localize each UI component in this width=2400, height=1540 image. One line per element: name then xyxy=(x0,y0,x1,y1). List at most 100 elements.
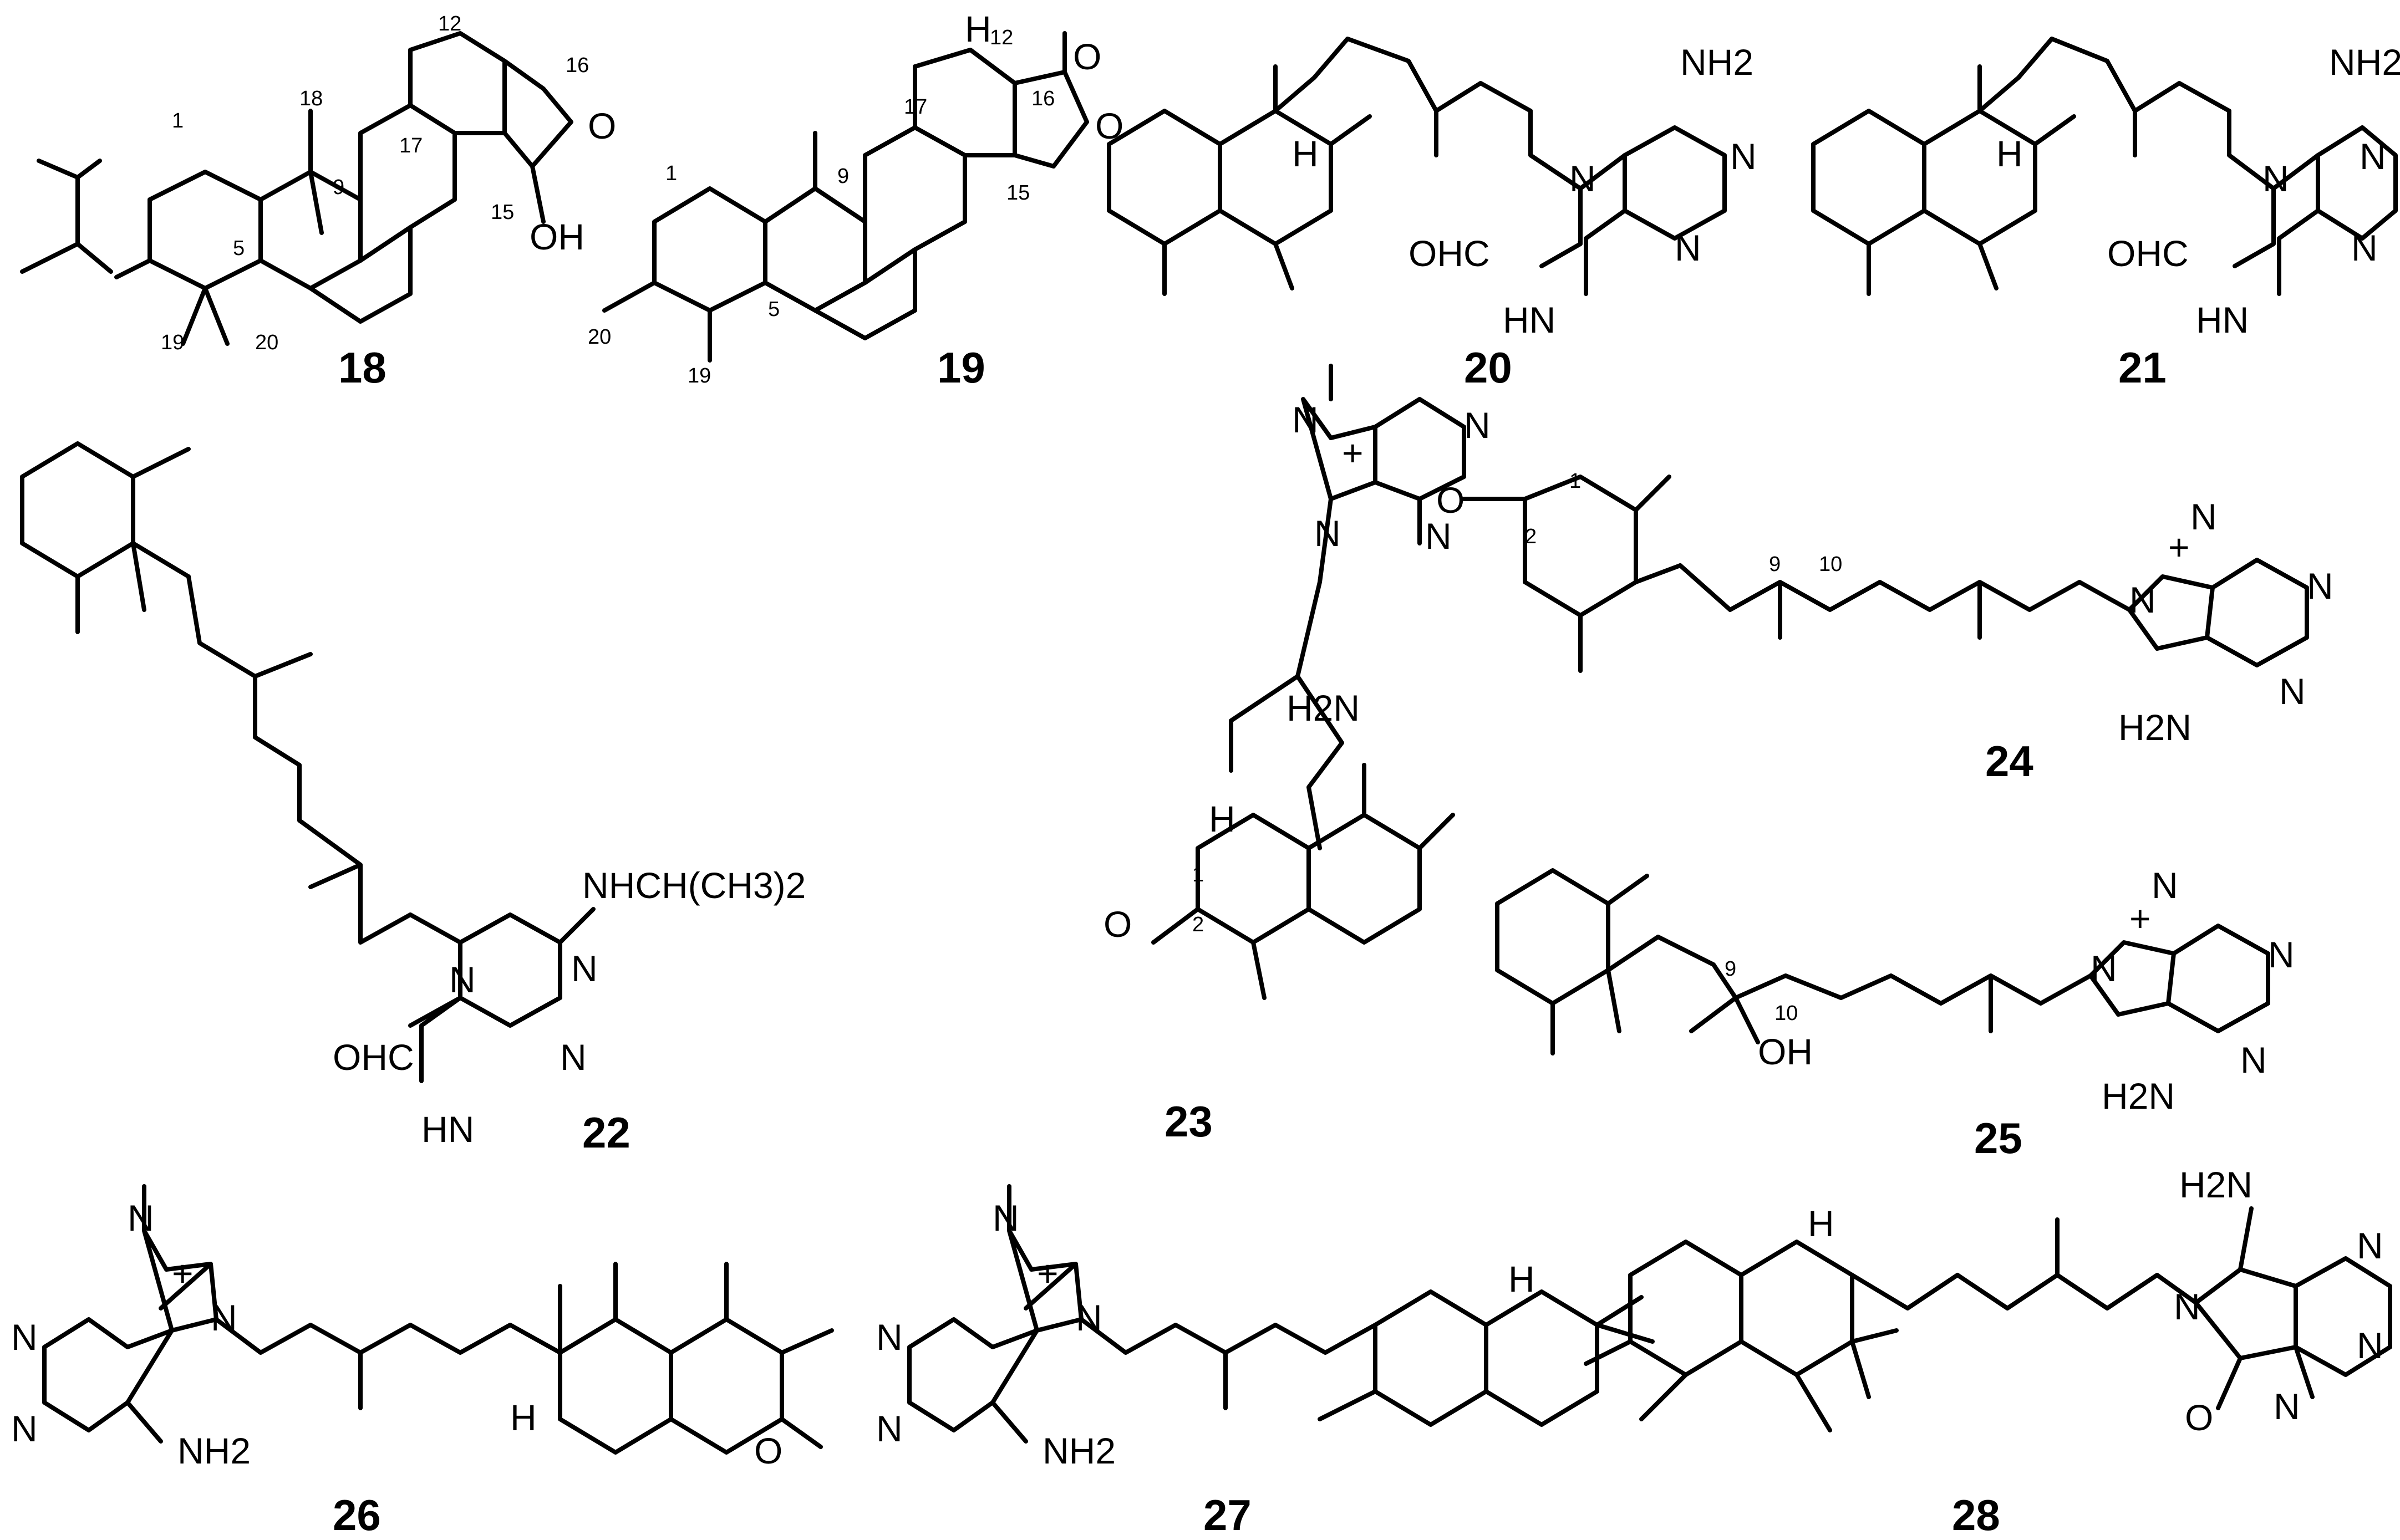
atom-ohc-20: OHC xyxy=(1409,233,1490,274)
atom-h-26: H xyxy=(510,1397,537,1438)
atom-n3-28: N xyxy=(2174,1286,2200,1327)
atom-h-20: H xyxy=(1292,133,1319,174)
locant-5: 5 xyxy=(233,237,245,260)
atom-n4-27: N xyxy=(1076,1297,1102,1338)
atom-h-19: H xyxy=(965,8,991,49)
atom-h2n-24: H2N xyxy=(2118,707,2191,748)
atom-n-26: N xyxy=(11,1317,38,1358)
atom-n-20: N xyxy=(1569,158,1596,199)
compound-20: NH2 OHC HN N N N H 20 xyxy=(1107,37,1757,392)
locant-9: 9 xyxy=(333,176,344,199)
atom-n2-28: N xyxy=(2357,1325,2383,1366)
atom-n2-25: N xyxy=(2268,934,2295,975)
locant-9: 9 xyxy=(837,165,849,188)
locant-9: 9 xyxy=(1769,553,1781,576)
atom-ohc-21: OHC xyxy=(2107,233,2189,274)
locant-10: 10 xyxy=(1774,1002,1798,1025)
atom-n2-27: N xyxy=(876,1408,903,1449)
atom-n3-26: N xyxy=(128,1197,154,1238)
locant-12: 12 xyxy=(990,26,1013,49)
compound-label-18: 18 xyxy=(338,343,387,392)
compound-label-21: 21 xyxy=(2118,343,2167,392)
compound-26: NH2 N N N N + O H 26 xyxy=(11,1184,834,1539)
locant-2: 2 xyxy=(1525,525,1537,548)
compound-label-25: 25 xyxy=(1974,1114,2022,1162)
compound-21: NH2 OHC HN N N N H 21 xyxy=(1811,37,2400,392)
atom-h-21: H xyxy=(1996,133,2023,174)
atom-n-24: N xyxy=(2129,579,2156,620)
locant-1: 1 xyxy=(665,162,677,185)
locant-15: 15 xyxy=(491,201,514,224)
atom-n3-23: N xyxy=(1425,516,1452,557)
atom-o-19: O xyxy=(1073,36,1101,77)
atom-n3-20: N xyxy=(1675,227,1701,268)
atom-plus-25: + xyxy=(2129,898,2151,939)
locant-2: 2 xyxy=(1192,913,1204,936)
compound-label-22: 22 xyxy=(582,1108,630,1157)
atom-h-28: H xyxy=(1808,1203,1834,1244)
locant-5: 5 xyxy=(768,298,780,321)
atom-n3-22: N xyxy=(560,1037,587,1078)
compound-label-26: 26 xyxy=(333,1491,381,1539)
compound-23: N N N N + H2N O H 1 2 23 xyxy=(1104,364,1491,1146)
atom-n-27: N xyxy=(876,1317,903,1358)
compound-18: O OH 1 5 9 12 15 16 17 18 19 20 18 xyxy=(20,12,616,392)
atom-n2-20: N xyxy=(1730,136,1757,177)
locant-10: 10 xyxy=(1819,553,1842,576)
compound-24: O H2N N N N N + 1 2 9 10 24 xyxy=(1436,470,2333,786)
atom-hn-21: HN xyxy=(2196,299,2249,340)
atom-n4-25: N xyxy=(2152,865,2178,906)
locant-1: 1 xyxy=(1569,470,1581,493)
atom-hn-20: HN xyxy=(1503,299,1555,340)
locant-20: 20 xyxy=(255,331,278,354)
atom-n3-24: N xyxy=(2279,671,2306,712)
locant-1: 1 xyxy=(172,109,184,132)
locant-17: 17 xyxy=(904,95,927,119)
locant-17: 17 xyxy=(399,134,423,157)
atom-n-23: N xyxy=(1292,399,1319,440)
atom-plus-27: + xyxy=(1037,1253,1059,1294)
compound-label-27: 27 xyxy=(1203,1491,1252,1539)
atom-oh-18: OH xyxy=(530,216,584,257)
compound-19: O O H 1 5 9 12 15 16 17 19 20 19 xyxy=(588,8,1123,392)
atom-o-24: O xyxy=(1436,480,1465,521)
atom-h2n-28: H2N xyxy=(2179,1164,2252,1205)
atom-n2-26: N xyxy=(11,1408,38,1449)
atom-n-25: N xyxy=(2091,948,2117,989)
compound-label-24: 24 xyxy=(1985,737,2033,786)
atom-nh2-27: NH2 xyxy=(1043,1430,1116,1471)
atom-h-23: H xyxy=(1209,798,1235,839)
compound-label-20: 20 xyxy=(1464,343,1512,392)
atom-nh2-20: NH2 xyxy=(1680,42,1753,83)
atom-o-23: O xyxy=(1104,904,1132,945)
atom-n4-28: N xyxy=(2274,1386,2300,1427)
atom-o-28: O xyxy=(2185,1397,2213,1438)
atom-n-22: N xyxy=(449,959,476,1000)
locant-16: 16 xyxy=(1031,87,1055,110)
compound-22: NHCH(CH3)2 OHC HN N N N 22 xyxy=(20,441,806,1157)
atom-h2n-23: H2N xyxy=(1287,687,1360,728)
atom-n-21: N xyxy=(2262,158,2289,199)
compound-label-19: 19 xyxy=(937,343,985,392)
atom-n3-27: N xyxy=(993,1197,1019,1238)
atom-n4-26: N xyxy=(211,1297,237,1338)
compound-27: NH2 N N N N + H 27 xyxy=(876,1184,1655,1539)
atom-nhch-22: NHCH(CH3)2 xyxy=(582,865,806,906)
atom-n2-24: N xyxy=(2307,565,2333,606)
compound-label-23: 23 xyxy=(1165,1097,1213,1146)
atom-ohc-22: OHC xyxy=(333,1037,414,1078)
atom-nh2-26: NH2 xyxy=(177,1430,251,1471)
atom-n4-23: N xyxy=(1314,513,1341,554)
compound-28: H2N N N N N O H 28 xyxy=(1584,1164,2392,1539)
compound-25: OH H2N N N N N + 9 10 25 xyxy=(1495,865,2295,1162)
atom-n3-25: N xyxy=(2240,1039,2267,1080)
locant-16: 16 xyxy=(566,54,589,77)
locant-9: 9 xyxy=(1725,957,1736,981)
atom-h2n-25: H2N xyxy=(2102,1075,2175,1116)
locant-1: 1 xyxy=(1192,863,1204,886)
atom-plus-24: + xyxy=(2168,527,2190,568)
atom-hn-22: HN xyxy=(421,1109,474,1150)
atom-n2-21: N xyxy=(2360,136,2386,177)
atom-o-26: O xyxy=(754,1430,782,1471)
